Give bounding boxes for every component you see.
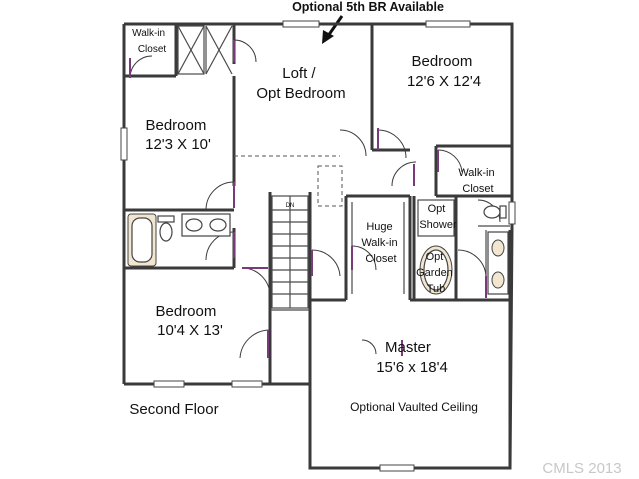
bedroom-left-label: Bedroom 12'3 X 10' (145, 117, 211, 153)
bedroom-top-right-label: Bedroom 12'6 X 12'4 (407, 53, 481, 90)
bedroom-bottom-left-label: Bedroom 10'4 X 13' (155, 303, 223, 339)
windows (120, 20, 516, 472)
huge-walkin-closet-label: Huge Walk-in Closet (361, 221, 400, 265)
master-note: Optional Vaulted Ceiling (350, 400, 478, 414)
hall-bath-fixtures (127, 213, 231, 267)
floor-label: Second Floor (129, 401, 218, 418)
banner-arrow-icon (322, 15, 344, 44)
door-swings (129, 39, 501, 359)
watermark: CMLS 2013 (542, 460, 621, 477)
staircase: DN (271, 195, 309, 309)
walkin-closet-right-label: Walk-in Closet (458, 167, 497, 195)
master-bath-fixtures (419, 205, 509, 295)
opt-shower-label: Opt Shower (419, 203, 457, 231)
opt-garden-tub-label: Opt Garden Tub (416, 251, 456, 295)
walkin-closet-top-left-label: Walk-in Closet (132, 28, 168, 55)
stair-dn-label: DN (286, 203, 295, 209)
loft-label: Loft / Opt Bedroom (256, 65, 345, 102)
interior-walls (124, 24, 512, 384)
banner-text: Optional 5th BR Available (292, 0, 444, 14)
master-label: Master 15'6 x 18'4 (376, 339, 448, 376)
